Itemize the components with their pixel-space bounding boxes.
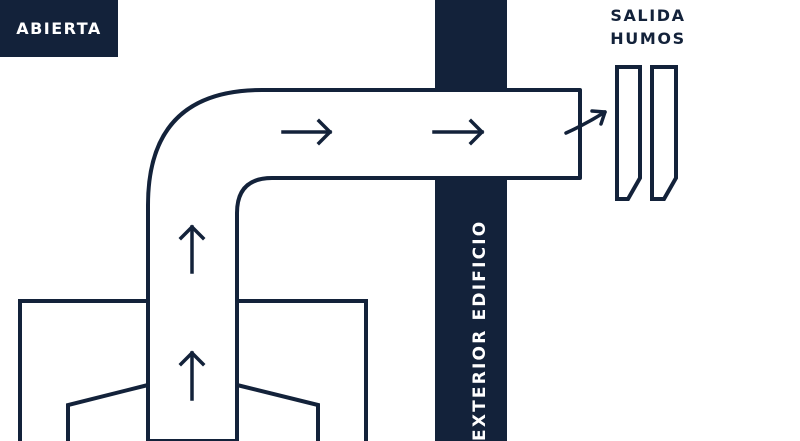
mode-badge-label: ABIERTA — [16, 19, 102, 38]
outlet-label-line2: HUMOS — [610, 29, 686, 48]
arrow-up-icon — [178, 350, 206, 401]
mode-badge: ABIERTA — [0, 0, 118, 57]
flue-duct — [146, 88, 582, 441]
arrow-right-icon — [281, 118, 333, 146]
arrow-right-icon — [432, 118, 485, 146]
building-wall — [435, 0, 507, 441]
outlet-grille-right — [650, 65, 678, 201]
outlet-label-line1: SALIDA — [610, 6, 686, 25]
arrow-up-icon — [178, 224, 206, 274]
wall-label: EXTERIOR EDIFICIO — [470, 219, 490, 441]
outlet-grille-left — [615, 65, 642, 201]
appliance-outline — [18, 299, 368, 441]
curved-arrow-icon — [564, 109, 607, 135]
outlet-label: SALIDA HUMOS — [596, 4, 700, 50]
